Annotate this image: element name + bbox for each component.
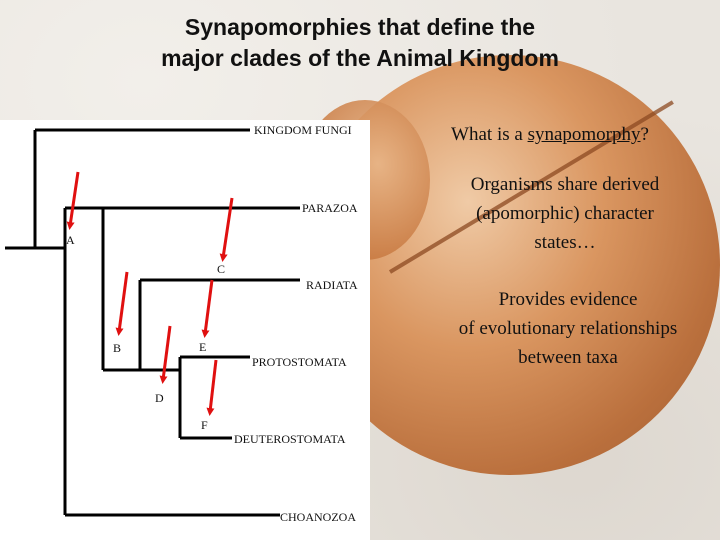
slide-title: Synapomorphies that define the major cla… <box>0 12 720 74</box>
evidence-line-2: of evolutionary relationships <box>458 318 678 339</box>
definition-line-1: Organisms share derived <box>470 174 660 195</box>
node-label-e: E <box>199 340 206 354</box>
synapomorphy-arrow-b <box>115 271 129 336</box>
synapomorphy-arrow-c <box>219 197 234 262</box>
question-term: synapomorphy <box>527 124 641 145</box>
definition-text: Organisms share derived (apomorphic) cha… <box>425 170 705 257</box>
taxon-radiata: RADIATA <box>306 278 358 292</box>
synapomorphy-arrow-d <box>159 325 172 384</box>
node-label-a: A <box>66 233 75 247</box>
evidence-line-3: between taxa <box>518 347 618 368</box>
definition-line-3: states… <box>534 232 596 253</box>
evidence-line-1: Provides evidence <box>498 289 638 310</box>
question-suffix: ? <box>640 124 649 145</box>
taxon-choanozoa: CHOANOZOA <box>280 510 356 524</box>
title-line-2: major clades of the Animal Kingdom <box>161 45 559 71</box>
node-label-f: F <box>201 418 208 432</box>
synapomorphy-arrow-a <box>66 171 80 230</box>
taxon-protostomata: PROTOSTOMATA <box>252 355 347 369</box>
title-line-1: Synapomorphies that define the <box>184 14 536 40</box>
synapomorphy-arrow-e <box>201 279 214 338</box>
question-prefix: What is a <box>451 124 528 145</box>
taxon-parazoa: PARAZOA <box>302 201 358 215</box>
node-label-c: C <box>217 262 225 276</box>
question-text: What is a synapomorphy? <box>395 120 705 149</box>
synapomorphy-arrow-f <box>206 359 218 416</box>
node-label-d: D <box>155 391 164 405</box>
evidence-text: Provides evidence of evolutionary relati… <box>413 285 720 372</box>
cladogram: KINGDOM FUNGI PARAZOA RADIATA PROTOSTOMA… <box>5 123 358 524</box>
definition-line-2: (apomorphic) character <box>476 203 654 224</box>
taxon-deuterostomata: DEUTEROSTOMATA <box>234 432 346 446</box>
node-label-b: B <box>113 341 121 355</box>
cladogram-panel: KINGDOM FUNGI PARAZOA RADIATA PROTOSTOMA… <box>0 120 370 540</box>
taxon-kingdom-fungi: KINGDOM FUNGI <box>254 123 352 137</box>
